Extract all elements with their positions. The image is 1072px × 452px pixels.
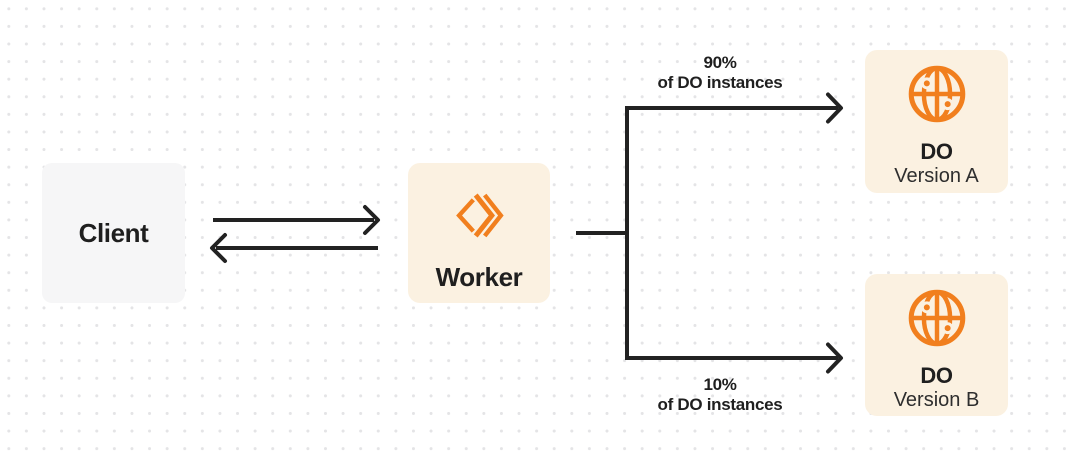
durable-object-globe-icon — [906, 287, 968, 349]
cloudflare-workers-icon — [451, 187, 508, 244]
do-a-title: DO — [920, 139, 953, 164]
do-b-subtitle: Version B — [893, 389, 980, 411]
traffic-caption-a: of DO instances — [657, 73, 783, 92]
branch-connector-line — [576, 106, 629, 360]
client-node: Client — [42, 163, 185, 303]
arrow-to-do-version-a — [627, 92, 843, 124]
durable-object-globe-icon — [906, 63, 968, 125]
do-version-b-node: DO Version B — [865, 274, 1008, 416]
worker-to-client-arrow — [210, 233, 378, 263]
arrow-to-do-version-b — [627, 342, 843, 374]
worker-node: Worker — [408, 163, 550, 303]
do-version-a-node: DO Version A — [865, 50, 1008, 193]
worker-label: Worker — [435, 262, 523, 292]
traffic-percent-b: 10% — [703, 375, 737, 394]
traffic-percent-a: 90% — [703, 53, 737, 72]
client-label: Client — [78, 218, 149, 248]
do-b-title: DO — [920, 363, 953, 388]
traffic-split-label-version-a: 90% of DO instances — [610, 53, 830, 93]
client-to-worker-arrow — [213, 205, 380, 235]
traffic-caption-b: of DO instances — [657, 395, 783, 414]
do-a-subtitle: Version A — [894, 165, 979, 187]
traffic-split-label-version-b: 10% of DO instances — [610, 375, 830, 415]
